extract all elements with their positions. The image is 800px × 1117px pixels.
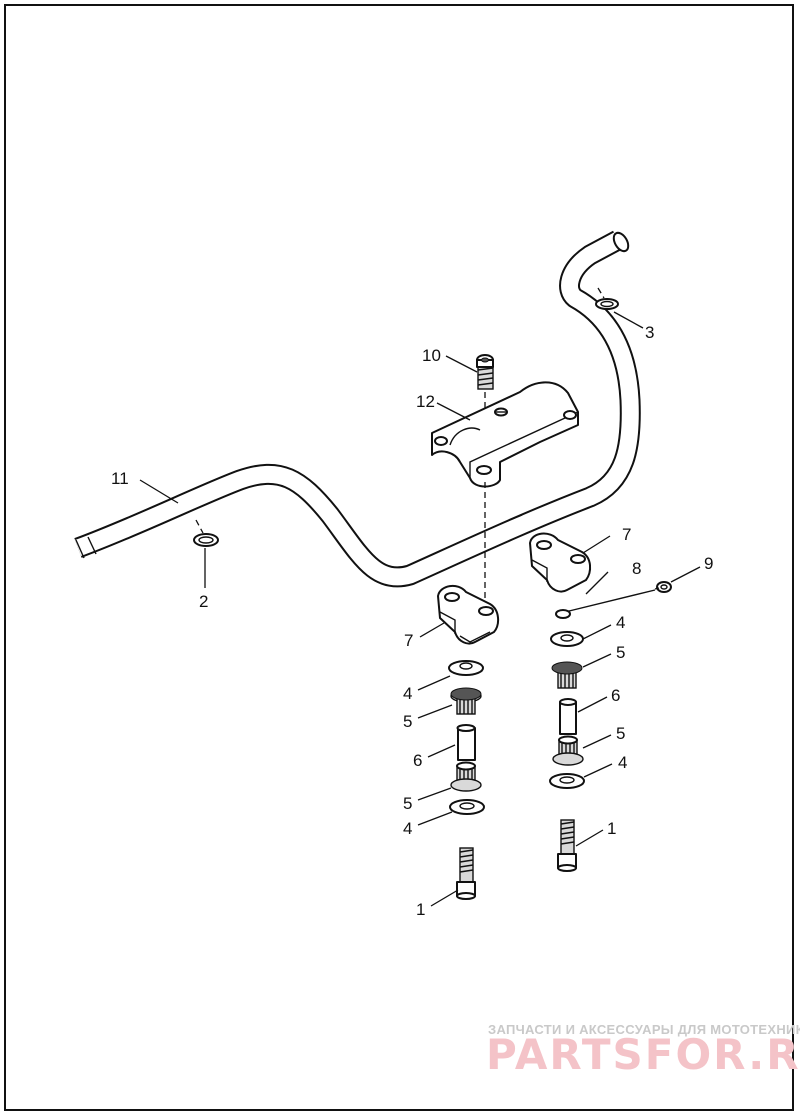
snap-ring-right bbox=[595, 287, 619, 310]
snap-ring-left bbox=[193, 519, 219, 547]
callout-9: 9 bbox=[704, 554, 713, 573]
clamp-bolt bbox=[476, 354, 494, 390]
riser-bolt-left bbox=[456, 847, 476, 900]
callout-4-right-lower: 4 bbox=[618, 753, 627, 772]
handlebar bbox=[74, 230, 641, 588]
sleeve-right bbox=[559, 698, 577, 735]
bushing-left-upper bbox=[450, 687, 482, 715]
callout-11: 11 bbox=[111, 469, 129, 488]
ground-strap bbox=[555, 581, 672, 619]
callout-12: 12 bbox=[416, 392, 435, 411]
callout-7-right: 7 bbox=[622, 525, 631, 544]
callout-7-left: 7 bbox=[404, 631, 413, 650]
callout-4-left-lower: 4 bbox=[403, 819, 412, 838]
washer-right-upper bbox=[550, 631, 584, 647]
bushing-right-upper bbox=[551, 661, 583, 689]
callout-6-right: 6 bbox=[611, 686, 620, 705]
diagram-frame bbox=[4, 4, 794, 1111]
washer-left-lower bbox=[449, 799, 485, 815]
callout-1-right: 1 bbox=[607, 819, 616, 838]
bushing-left-lower bbox=[450, 761, 482, 792]
callout-10: 10 bbox=[422, 346, 441, 365]
callout-4-left-upper: 4 bbox=[403, 684, 412, 703]
sleeve-left bbox=[456, 724, 476, 761]
watermark-tagline: ЗАПЧАСТИ И АКСЕССУАРЫ ДЛЯ МОТОТЕХНИКИ bbox=[488, 1022, 800, 1037]
callout-6-left: 6 bbox=[413, 751, 422, 770]
washer-left-upper bbox=[448, 660, 484, 676]
riser-bolt-right bbox=[557, 819, 577, 872]
riser-right bbox=[529, 532, 592, 593]
top-clamp bbox=[431, 381, 579, 488]
callout-5-left-upper: 5 bbox=[403, 712, 412, 731]
callout-labels: 11 2 3 10 12 7 7 8 9 4 5 6 5 4 1 4 5 6 5… bbox=[111, 323, 713, 919]
riser-left bbox=[437, 584, 500, 645]
callout-8: 8 bbox=[632, 559, 641, 578]
callout-2: 2 bbox=[199, 592, 208, 611]
callout-5-left-lower: 5 bbox=[403, 794, 412, 813]
washer-right-lower bbox=[549, 773, 585, 789]
bushing-right-lower bbox=[552, 735, 584, 766]
callout-5-right-upper: 5 bbox=[616, 643, 625, 662]
callout-5-right-lower: 5 bbox=[616, 724, 625, 743]
callout-1-left: 1 bbox=[416, 900, 425, 919]
leader-lines bbox=[139, 311, 701, 907]
watermark-brand: PARTSFOR.RU bbox=[486, 1030, 800, 1079]
callout-4-right-upper: 4 bbox=[616, 613, 625, 632]
callout-3: 3 bbox=[645, 323, 654, 342]
